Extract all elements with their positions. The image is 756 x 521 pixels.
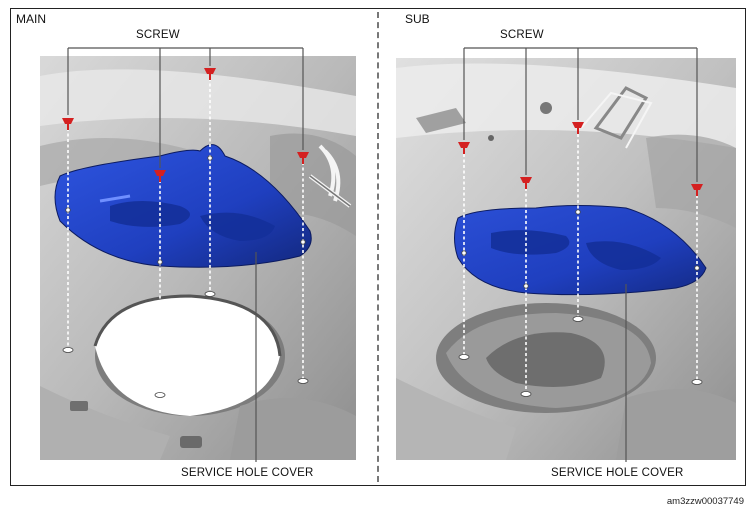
screw-icon [297, 152, 309, 164]
sub-panel-photo [396, 58, 736, 460]
figure-frame [10, 8, 746, 486]
screw-icon [458, 142, 470, 154]
sub-panel-title: SUB [405, 12, 430, 26]
screw-icon [204, 68, 216, 80]
screw-icon [691, 184, 703, 196]
sub-service-hole-cover-label: SERVICE HOLE COVER [551, 467, 684, 479]
main-screw-label: SCREW [136, 29, 180, 41]
main-service-hole-cover-label: SERVICE HOLE COVER [181, 467, 314, 479]
screw-icon [520, 177, 532, 189]
image-code: am3zzw00037749 [666, 496, 744, 507]
main-panel-title: MAIN [16, 12, 46, 26]
screw-icon [62, 118, 74, 130]
sub-body-illustration [396, 58, 736, 460]
sub-screw-label: SCREW [500, 29, 544, 41]
screw-icon [154, 170, 166, 182]
panel-divider [377, 12, 379, 482]
screw-icon [572, 122, 584, 134]
